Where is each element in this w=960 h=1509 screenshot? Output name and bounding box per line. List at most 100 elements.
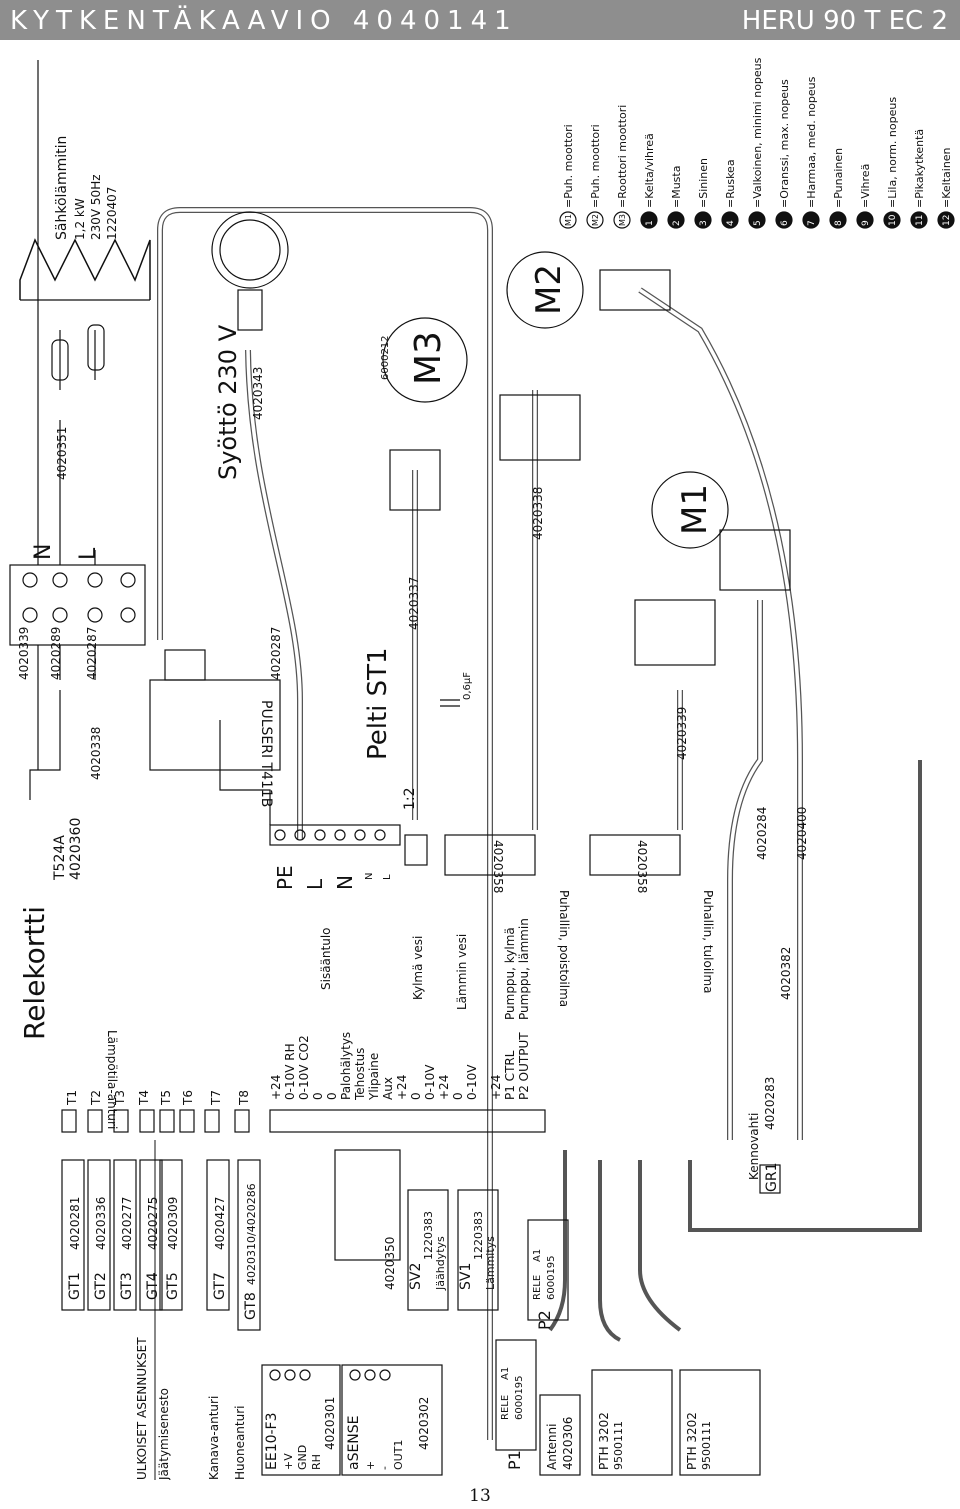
p1-tag: P1	[505, 1450, 524, 1470]
p1-rele: RELE	[500, 1395, 511, 1420]
term-label-11: 0-10V	[423, 1064, 437, 1100]
asense-name: aSENSE	[346, 1415, 362, 1470]
terminal-t5: T5	[159, 1090, 173, 1106]
gt3-code: 4020277	[120, 1197, 134, 1250]
cable-4020287: 4020287	[269, 627, 283, 680]
gt3-tag: GT3	[119, 1272, 135, 1300]
legend-key-marker	[667, 211, 685, 229]
term-label-17: P2 OUTPUT	[517, 1032, 531, 1100]
legend-text: =Vihreä	[859, 164, 872, 208]
fan-exhaust-code: 4020358	[491, 840, 505, 893]
term-label-16: P1 CTRL	[503, 1050, 517, 1100]
legend-text: =Harmaa, med. nopeus	[805, 76, 818, 208]
term-label-10: 0	[409, 1092, 423, 1100]
legend-text: =Keltainen	[940, 147, 953, 208]
sv1-code: 1220383	[472, 1211, 485, 1260]
legend-text: =Lila, norm. nopeus	[886, 97, 899, 208]
power-terminals	[269, 824, 401, 846]
antenni-name: Antenni	[545, 1424, 559, 1470]
heater-voltage: 230V 50Hz	[89, 174, 103, 240]
sensor-terminals	[61, 1109, 250, 1133]
term-label-1: 0-10V RH	[283, 1043, 297, 1100]
p1-a1: A1	[500, 1367, 511, 1380]
gt-sensor-boxes	[61, 1159, 261, 1331]
motor-m1	[634, 471, 791, 666]
damper-label: Pelti ST1	[363, 647, 393, 760]
sv2-code: 1220383	[422, 1211, 435, 1260]
heater-power: 1,2 kW	[73, 198, 87, 240]
gt7-tag: GT7	[212, 1272, 228, 1300]
pulseri-label: PULSERI T411B	[258, 700, 274, 807]
legend-key: M3	[618, 214, 627, 226]
term-label-9: +24	[395, 1075, 409, 1100]
legend-key: 6	[780, 220, 790, 226]
terminal-t4: T4	[137, 1090, 151, 1106]
power-n: N	[333, 875, 357, 890]
term-label-12: +24	[437, 1075, 451, 1100]
input-terminal-strip	[269, 1109, 546, 1133]
row-label-jaatymisenesto: Jäätymisenesto	[157, 1388, 171, 1480]
pth2-code: 9500111	[700, 1421, 713, 1470]
term-label-3: 0	[311, 1092, 325, 1100]
gt5-tag: GT5	[165, 1272, 181, 1300]
sv2-box	[407, 1189, 449, 1311]
legend-key-marker	[802, 211, 820, 229]
ratio-label: 1:2	[402, 787, 418, 810]
legend-key-marker	[937, 211, 955, 229]
legend-key-marker	[559, 211, 577, 229]
p1-box	[495, 1339, 537, 1451]
ee10-name: EE10-F3	[264, 1412, 280, 1470]
terminal-t7: T7	[209, 1090, 223, 1106]
asense-code: 4020302	[417, 1397, 431, 1450]
motor-m2	[499, 251, 671, 461]
heater-code: 1220407	[105, 187, 119, 240]
motor-m3-label: M3	[408, 331, 449, 385]
term-label-2: 0-10V CO2	[297, 1035, 311, 1100]
term-label-13: 0	[451, 1092, 465, 1100]
pumppu-lammin-label: Pumppu, lämmin	[517, 918, 531, 1020]
gt8-code: 4020310/4020286	[245, 1183, 258, 1285]
gt8-tag: GT8	[243, 1292, 259, 1320]
legend-key-marker	[910, 211, 928, 229]
cable-4020289: 4020289	[49, 627, 63, 680]
legend-key-marker	[883, 211, 901, 229]
legend-text: =Puh. moottori	[589, 124, 602, 208]
gt1-code: 4020281	[68, 1197, 82, 1250]
p2-rele: RELE	[532, 1275, 543, 1300]
capacitor-label: 0,6µF	[462, 672, 473, 700]
cable-4020337: 4020337	[407, 577, 421, 630]
legend-key-marker	[775, 211, 793, 229]
legend-key: 3	[699, 220, 709, 226]
p2-a1: A1	[532, 1249, 543, 1262]
legend-text: =Punainen	[832, 148, 845, 208]
sv2-desc: Jäähdytys	[434, 1236, 447, 1291]
legend-text: =Ruskea	[724, 159, 737, 208]
legend-text: =Kelta/vihreä	[643, 133, 656, 208]
wires	[29, 60, 922, 1440]
terminal-block	[9, 564, 146, 646]
legend-text: =Puh. moottori	[562, 124, 575, 208]
cable-4020343: 4020343	[251, 367, 265, 420]
cable-4020338: 4020338	[531, 487, 545, 540]
p2-tag: P2	[535, 1310, 554, 1330]
pulseri-box	[149, 649, 281, 771]
term-label-7: Ylipaine	[367, 1053, 381, 1101]
pth1-box	[591, 1369, 673, 1476]
supply-plug	[211, 211, 289, 331]
heater-name: Sähkölämmitin	[54, 136, 70, 240]
term-label-4: 0	[325, 1092, 339, 1100]
legend-key-marker	[694, 211, 712, 229]
motor-m1-label: M1	[675, 484, 715, 535]
legend-key: M1	[564, 214, 573, 226]
legend-text: =Sininen	[697, 158, 710, 208]
antenni-box	[539, 1394, 581, 1476]
kennovahti-name: Kennovahti	[747, 1113, 761, 1180]
asense-pin-1: -	[378, 1466, 391, 1470]
cable-4020351: 4020351	[55, 427, 69, 480]
switch-box	[334, 1149, 401, 1261]
gt1-tag: GT1	[67, 1272, 83, 1300]
fan-connectors	[404, 834, 681, 876]
term-label-15: +24	[489, 1075, 503, 1100]
cable-4020339-m1: 4020339	[675, 707, 689, 760]
